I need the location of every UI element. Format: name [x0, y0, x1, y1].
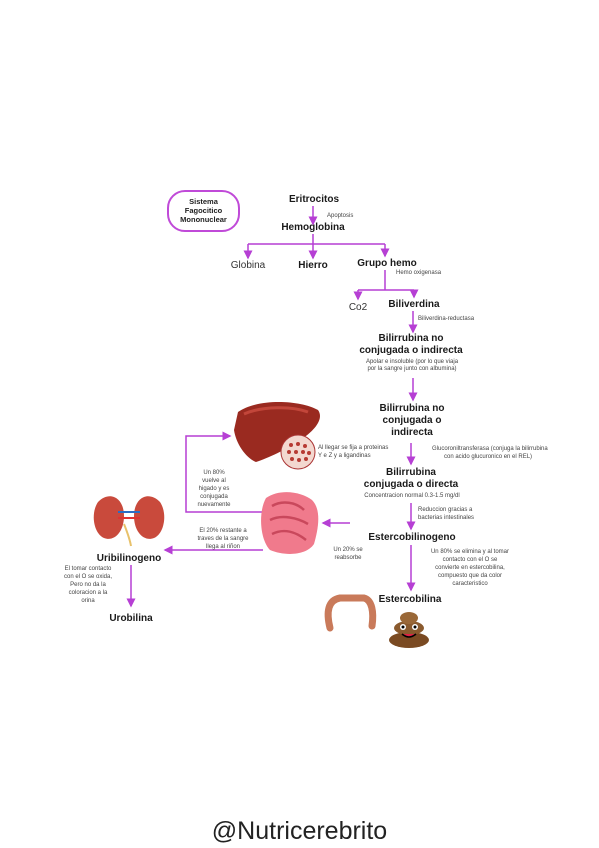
note-80-3: higado y es [198, 486, 230, 492]
note-glucuronil-2: con acido glucuronico en el REL) [444, 454, 533, 460]
note-elimina-4: compuesto que da color [437, 573, 503, 579]
node-urobilina: Urobilina [109, 613, 153, 624]
note-80-4: conjugada [200, 494, 228, 500]
node-hierro: Hierro [298, 260, 328, 271]
note-oxida-4: coloracion a la [68, 590, 108, 596]
sistema-fagocitico-box: Sistema Fagocitico Mononuclear [167, 190, 240, 232]
note-proteinas-2: Y e Z y a ligandinas [318, 453, 371, 459]
node-co2: Co2 [348, 302, 368, 313]
node-grupo-hemo: Grupo hemo [357, 258, 417, 269]
node-bilirrubina-indirecta-2: conjugada o indirecta [359, 345, 463, 356]
node-globina: Globina [230, 260, 266, 271]
poop-illustration [389, 612, 429, 648]
node-bilirrubina-indirecta-b1: Bilirrubina no [379, 403, 445, 414]
note-concentracion: Concentracion normal 0.3-1.5 mg/dl [364, 493, 460, 499]
node-bilirrubina-directa-2: conjugada o directa [363, 479, 459, 490]
node-estercobilina: Estercobilina [378, 594, 442, 605]
node-bilirrubina-directa-1: Bilirrubina [385, 467, 437, 478]
note-reduccion-1: Reduccion gracias a [418, 507, 473, 513]
label-hemo-oxigenasa: Hemo oxigenasa [396, 270, 442, 276]
node-biliverdina: Biliverdina [388, 299, 440, 310]
note-elimina-3: convierte en estercobilina, [435, 565, 505, 571]
arrow-intestino-higado [185, 431, 263, 513]
pill-line-1: Sistema [189, 197, 218, 206]
note-reabsorbe-1: Un 20% se [333, 547, 363, 553]
note-elimina-1: Un 80% se elimina y al tomar [430, 549, 510, 555]
kidney-illustration [93, 496, 165, 547]
note-reduccion-2: bacterias intestinales [418, 515, 475, 521]
note-oxida-5: orina [81, 598, 95, 604]
note-glucuronil-1: Glucoroniltransferasa (conjuga la bilirr… [432, 446, 548, 452]
note-80-2: vuelve al [202, 478, 226, 484]
note-apolar-2: por la sangre junto con albumina) [367, 366, 457, 372]
node-bilirrubina-indirecta-b2: conjugada o [382, 415, 442, 426]
colon-illustration [324, 594, 377, 632]
note-elimina-2: contacto con el O se [442, 557, 498, 563]
note-oxida-3: Pero no da la [70, 582, 106, 588]
node-estercobilinogeno: Estercobilinogeno [368, 532, 456, 543]
note-20-2: traves de la sangre [197, 536, 249, 542]
node-bilirrubina-indirecta-1: Bilirrubina no [378, 333, 444, 344]
label-apoptosis: Apoptosis [327, 213, 354, 219]
note-apolar-1: Apolar e insoluble (por lo que viaja [365, 359, 459, 365]
note-elimina-5: caracteristico [452, 581, 488, 587]
note-80-5: nuevamente [197, 502, 231, 508]
note-80-1: Un 80% [203, 470, 225, 476]
intestine-illustration [261, 492, 319, 554]
node-bilirrubina-indirecta-b3: indirecta [391, 427, 433, 438]
pill-line-3: Mononuclear [180, 215, 227, 224]
pill-line-2: Fagocitico [184, 206, 223, 215]
note-oxida-1: El tomar contacto [64, 566, 112, 572]
note-reabsorbe-2: reabsorbe [334, 555, 362, 561]
note-20-3: llega al riñon [205, 544, 241, 550]
label-biliverdina-reductasa: Biliverdina-reductasa [418, 316, 475, 322]
node-uribilinogeno: Uribilinogeno [96, 553, 162, 564]
note-oxida-2: con el O se oxida, [63, 574, 113, 580]
liver-illustration [234, 402, 320, 470]
node-hemoglobina: Hemoglobina [281, 222, 345, 233]
note-20-1: El 20% restante a [199, 528, 247, 534]
watermark: @Nutricerebrito [211, 817, 388, 845]
node-eritrocitos: Eritrocitos [288, 194, 340, 205]
note-proteinas-1: Al llegar se fija a proteinas [318, 445, 389, 451]
